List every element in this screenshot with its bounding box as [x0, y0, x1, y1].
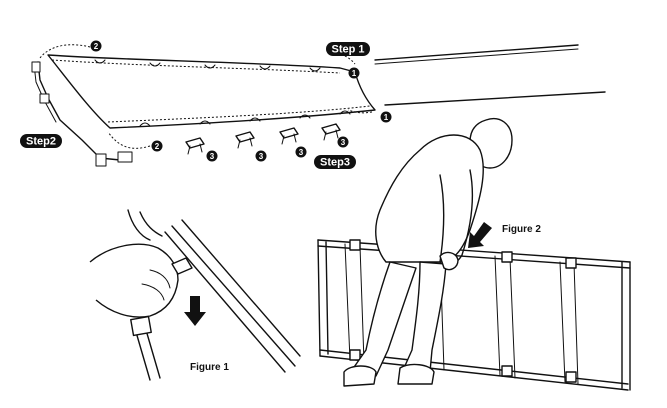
svg-text:3: 3	[341, 138, 346, 147]
step3-label: Step3	[320, 157, 350, 169]
step2-label: Step2	[26, 136, 56, 148]
step2-pill: Step2	[20, 134, 62, 148]
marker-1b: 1	[380, 111, 392, 123]
marker-3d: 3	[337, 136, 349, 148]
figure2-drawing	[317, 118, 631, 391]
svg-text:1: 1	[352, 69, 357, 78]
fabric-assembly-diagram	[31, 44, 606, 167]
marker-1a: 1	[348, 67, 360, 79]
svg-text:3: 3	[259, 152, 264, 161]
marker-2b: 2	[151, 140, 163, 152]
step1-pill: Step 1	[326, 42, 370, 56]
svg-text:1: 1	[384, 113, 389, 122]
svg-text:3: 3	[210, 152, 215, 161]
figure1-label: Figure 1	[190, 362, 229, 373]
marker-2a: 2	[90, 40, 102, 52]
svg-text:2: 2	[94, 42, 99, 51]
marker-3c: 3	[295, 146, 307, 158]
step3-pill: Step3	[314, 155, 356, 169]
step1-label: Step 1	[331, 44, 364, 56]
figure2-label: Figure 2	[502, 224, 541, 235]
leg-pieces	[185, 123, 341, 155]
figure1-drawing	[89, 209, 301, 381]
marker-3a: 3	[206, 150, 218, 162]
marker-3b: 3	[255, 150, 267, 162]
svg-text:3: 3	[299, 148, 304, 157]
svg-text:2: 2	[155, 142, 160, 151]
